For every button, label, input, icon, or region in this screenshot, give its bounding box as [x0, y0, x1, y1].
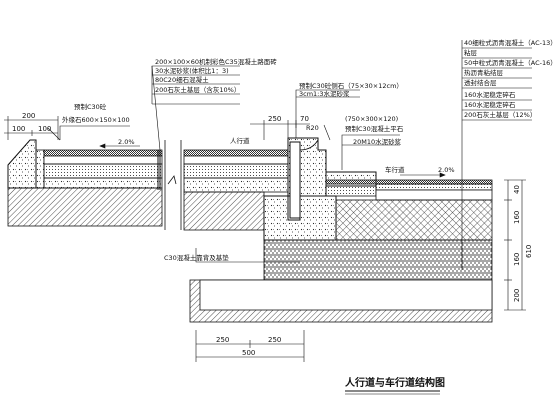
label-sidewalk: 人行道: [230, 136, 250, 145]
carriageway-pavement: [189, 179, 493, 323]
dim-bot-a: 250: [216, 336, 229, 344]
subgrade-right: [183, 191, 265, 231]
dim-bot-total: 500: [242, 349, 255, 357]
label-backfill: C30混凝土靠背及基垫: [164, 253, 229, 262]
curb-backfill: [263, 195, 337, 241]
label-precast-c30: 预制C30砼: [74, 102, 107, 111]
break-symbol: [164, 140, 182, 230]
road-layer-1: 40细粒式沥青混凝土（AC-13）: [464, 38, 557, 47]
sidewalk-pavement: [43, 149, 163, 190]
slope-right: 2.0%: [438, 166, 455, 174]
dimension-lines: [4, 116, 526, 362]
sidewalk-layer-1: 200×100×60机制彩色C35混凝土路面砖: [155, 57, 277, 66]
road-layer-4: 热沥青粘结层: [464, 68, 504, 77]
dim-top-b: 100: [38, 125, 51, 133]
dim-mid-b: 70: [300, 115, 309, 123]
dim-bot-b: 250: [268, 336, 281, 344]
road-layer-3: 50中粒式沥青混凝土（AC-16）: [464, 58, 557, 67]
edge-stone-section: [7, 139, 45, 189]
dim-mid-a: 250: [268, 115, 281, 123]
dim-right-total: 610: [525, 245, 533, 258]
label-mortar-3cm: 3cm1:3水泥砂浆: [299, 89, 350, 98]
dim-right-5: 200: [513, 289, 521, 302]
label-flat-stone: 预制C30混凝土平石: [345, 124, 404, 133]
label-flat-stone-size: (750×300×120): [345, 115, 398, 123]
road-layer-7: 160水泥稳定碎石: [464, 100, 516, 109]
sidewalk-layer-4: 200石灰土基层（含灰10%）: [155, 85, 240, 94]
label-mortar-20: 20M10水泥砂浆: [353, 137, 402, 146]
road-layer-8: 200石灰土基层（12%）: [464, 110, 536, 119]
road-layer-5: 透封结合层: [464, 78, 497, 87]
flat-stone-mortar: [325, 185, 377, 197]
label-curb-stone: 预制C30砼侧石（75×30×12cm）: [299, 81, 403, 90]
sidewalk-layer-3: 80C20细石混凝土: [155, 75, 209, 84]
sidewalk-layer-2: 30水泥砂浆(体积比1：3): [155, 66, 229, 75]
leaders-left: [47, 65, 400, 263]
label-carriageway: 车行道: [385, 165, 405, 174]
road-layer-2: 粘层: [464, 48, 478, 57]
label-r20: R20: [306, 124, 319, 132]
sidewalk-pavement-right: [183, 149, 289, 193]
dim-top-total: 200: [22, 112, 35, 120]
drawing-title: 人行道与车行道结构图: [345, 376, 445, 389]
subgrade-left: [7, 187, 163, 227]
leaders-right: [461, 40, 532, 270]
road-layer-6: 160水泥稳定碎石: [464, 90, 516, 99]
slope-left: 2.0%: [118, 138, 135, 146]
slope-arrows: [99, 143, 446, 178]
dim-top-a: 100: [12, 125, 25, 133]
dim-right-4: 160: [513, 253, 521, 266]
dim-right-3: 160: [513, 211, 521, 224]
dim-right-1: 40: [513, 185, 521, 194]
label-edge-stone: 外缘石600×150×100: [62, 115, 130, 124]
